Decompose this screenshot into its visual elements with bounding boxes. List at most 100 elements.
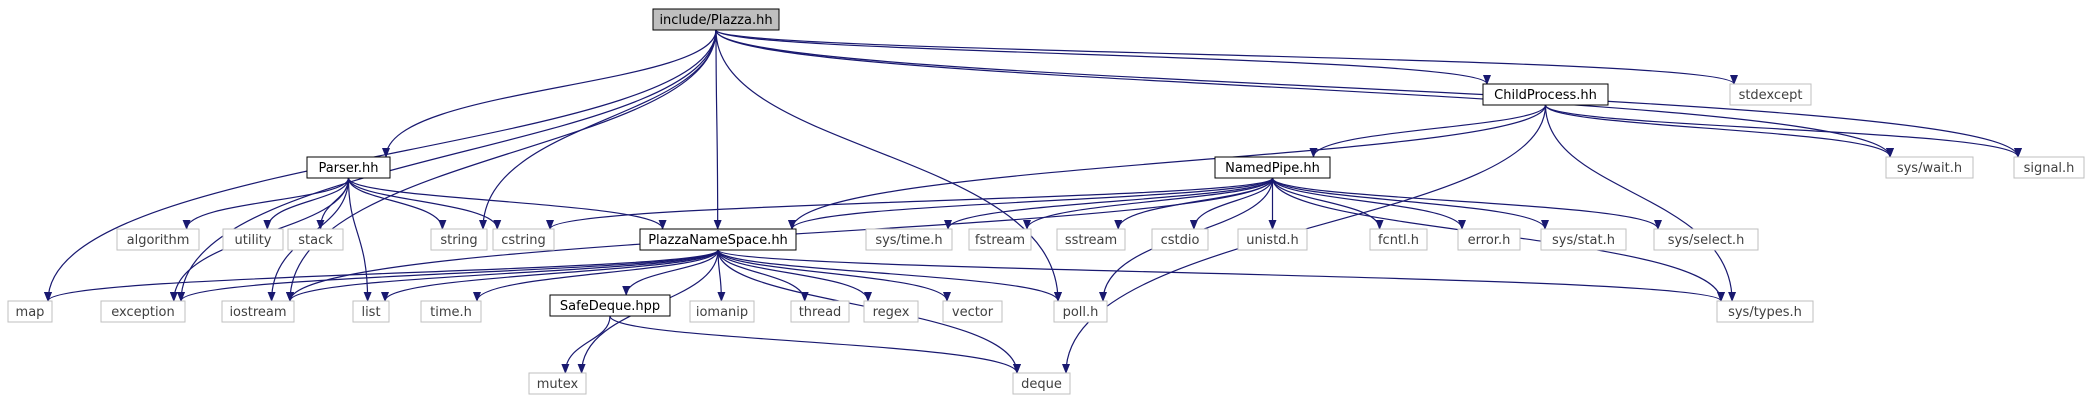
edge-root-to-plazzans — [713, 29, 722, 230]
node-fcntl-label: fcntl.h — [1378, 233, 1419, 248]
edge-childprocess-to-signal — [1544, 104, 2022, 158]
node-deque-label: deque — [1021, 377, 1062, 392]
node-mutex-box — [528, 372, 587, 395]
node-namedpipe-box — [1214, 156, 1331, 179]
edge-namedpipe-to-sysselect — [1271, 177, 1662, 230]
edge-plazzans-to-safedeque — [622, 249, 719, 296]
node-signal-label: signal.h — [2024, 161, 2075, 176]
edge-safedeque-to-mutex — [561, 315, 611, 374]
edge-root-to-stdexcept — [715, 29, 1738, 85]
node-exception-box — [100, 300, 186, 323]
node-systime-box — [865, 228, 953, 251]
node-root[interactable]: include/Plazza.hh — [652, 8, 780, 31]
node-stdexcept: stdexcept — [1729, 83, 1812, 106]
edge-root-to-childprocess — [715, 29, 1491, 85]
edge-namedpipe-to-cstring — [546, 177, 1274, 230]
edge-childprocess-to-plazzans — [788, 104, 1547, 230]
node-vector-box — [942, 300, 1003, 323]
node-string: string — [430, 228, 488, 251]
edge-namedpipe-to-fcntl — [1271, 177, 1384, 230]
edge-parser-to-string — [347, 177, 447, 230]
node-string-box — [430, 228, 488, 251]
node-unistd-label: unistd.h — [1246, 233, 1299, 248]
node-vector: vector — [942, 300, 1003, 323]
node-plazzans-label: PlazzaNameSpace.hh — [648, 233, 788, 248]
node-cstring-box — [492, 228, 555, 251]
node-regex-box — [863, 300, 919, 323]
node-fcntl-box — [1369, 228, 1428, 251]
node-signal-box — [2013, 156, 2085, 179]
node-thread-label: thread — [799, 305, 842, 320]
node-sysselect: sys/select.h — [1653, 228, 1759, 251]
node-cstring: cstring — [492, 228, 555, 251]
node-poll-box — [1053, 300, 1108, 323]
node-systime-label: sys/time.h — [875, 233, 942, 248]
node-systime: sys/time.h — [865, 228, 953, 251]
node-signal: signal.h — [2013, 156, 2085, 179]
node-childprocess-label: ChildProcess.hh — [1494, 88, 1597, 103]
node-utility: utility — [222, 228, 284, 251]
node-safedeque-box — [549, 294, 671, 317]
edge-plazzans-to-regex — [717, 249, 872, 302]
node-unistd-box — [1237, 228, 1308, 251]
node-algorithm-label: algorithm — [127, 233, 190, 248]
node-sstream-box — [1056, 228, 1126, 251]
node-unistd: unistd.h — [1237, 228, 1308, 251]
node-algorithm: algorithm — [116, 228, 200, 251]
edge-childprocess-to-syswait — [1544, 104, 1894, 158]
node-namedpipe-label: NamedPipe.hh — [1225, 161, 1320, 176]
node-list-box — [352, 300, 390, 323]
node-cstdio-box — [1151, 228, 1209, 251]
edge-root-to-signal — [715, 29, 2022, 158]
node-iomanip: iomanip — [689, 300, 755, 323]
edge-plazzans-to-map — [44, 249, 719, 302]
node-childprocess[interactable]: ChildProcess.hh — [1482, 83, 1609, 106]
node-vector-label: vector — [952, 305, 994, 320]
node-syswait: sys/wait.h — [1885, 156, 1974, 179]
node-errorh-box — [1457, 228, 1521, 251]
graph-nodes: include/Plazza.hh stdexcept ChildProcess.h… — [7, 8, 2085, 395]
node-exception: exception — [100, 300, 186, 323]
node-sstream-label: sstream — [1065, 233, 1117, 248]
edge-namedpipe-to-cstdio — [1189, 177, 1274, 230]
edge-parser-to-algorithm — [182, 177, 350, 230]
node-errorh: error.h — [1457, 228, 1521, 251]
node-parser[interactable]: Parser.hh — [306, 156, 391, 179]
node-sysstat-label: sys/stat.h — [1552, 233, 1615, 248]
node-cstring-label: cstring — [501, 233, 545, 248]
edge-plazzans-to-iostream — [286, 249, 719, 302]
node-iostream: iostream — [221, 300, 295, 323]
node-safedeque[interactable]: SafeDeque.hpp — [549, 294, 671, 317]
node-fstream: fstream — [968, 228, 1032, 251]
node-plazzans-box — [639, 228, 797, 251]
node-map-box — [7, 300, 53, 323]
node-fstream-box — [968, 228, 1032, 251]
node-mutex: mutex — [528, 372, 587, 395]
node-safedeque-label: SafeDeque.hpp — [560, 299, 660, 314]
node-namedpipe[interactable]: NamedPipe.hh — [1214, 156, 1331, 179]
edge-parser-to-cstring — [347, 177, 502, 230]
node-stdexcept-box — [1729, 83, 1812, 106]
node-map-label: map — [16, 305, 45, 320]
node-syswait-box — [1885, 156, 1974, 179]
node-list: list — [352, 300, 390, 323]
edge-safedeque-to-deque — [609, 315, 1021, 374]
node-iomanip-label: iomanip — [696, 305, 748, 320]
node-systypes-label: sys/types.h — [1728, 305, 1802, 320]
edge-plazzans-to-timeh — [473, 249, 719, 302]
node-root-box — [652, 8, 780, 31]
edge-namedpipe-to-errorh — [1271, 177, 1466, 230]
node-fcntl: fcntl.h — [1369, 228, 1428, 251]
edge-namedpipe-to-fstream — [1023, 177, 1274, 230]
node-sysselect-label: sys/select.h — [1668, 233, 1745, 248]
node-stdexcept-label: stdexcept — [1739, 88, 1803, 103]
node-plazzans[interactable]: PlazzaNameSpace.hh — [639, 228, 797, 251]
node-timeh-box — [420, 300, 482, 323]
node-fstream-label: fstream — [975, 233, 1025, 248]
edge-childprocess-to-systypes — [1544, 104, 1737, 302]
edge-root-to-syswait — [715, 29, 1894, 158]
node-algorithm-box — [116, 228, 200, 251]
node-deque: deque — [1012, 372, 1071, 395]
edge-plazzans-to-list — [381, 249, 719, 302]
